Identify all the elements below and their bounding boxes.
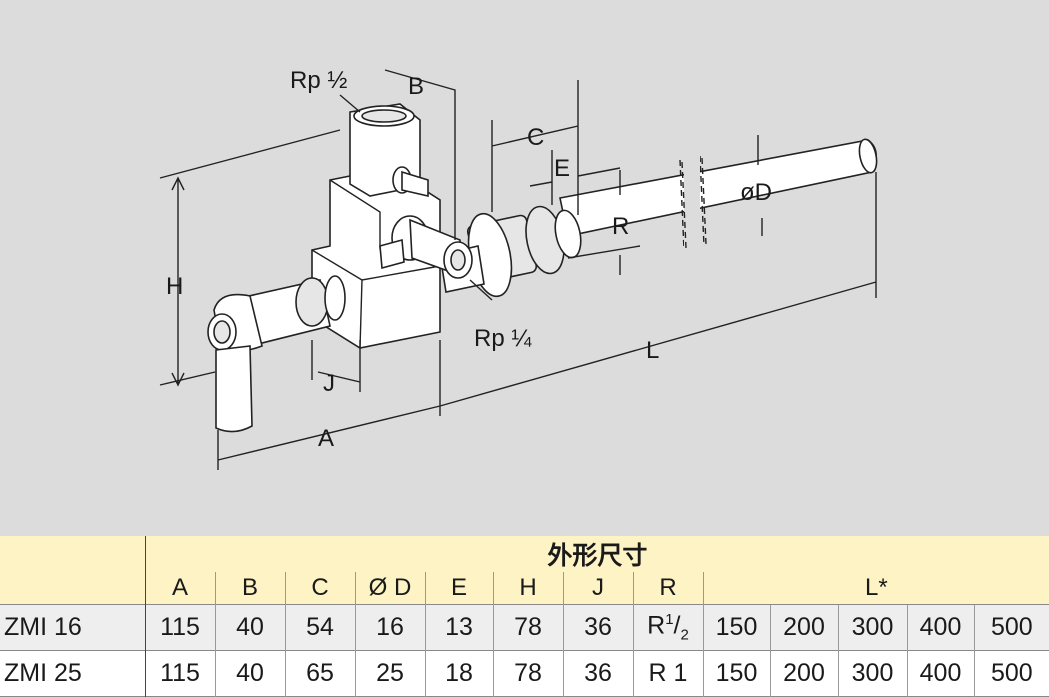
cell-j: 36 [562, 650, 633, 697]
cell-e: 13 [424, 604, 493, 651]
label-h: H [166, 273, 183, 300]
cell-d: 25 [354, 650, 425, 697]
table-row: ZMI 25 115 40 65 25 18 78 36 R 1 150 200… [0, 650, 1049, 697]
col-header-c: C [284, 572, 355, 605]
label-a: A [318, 425, 334, 452]
col-header-j: J [562, 572, 633, 605]
cell-c: 65 [284, 650, 355, 697]
label-rp-quarter: Rp ¼ [474, 325, 532, 352]
col-header-l: L* [702, 572, 1049, 605]
union-nut [439, 205, 582, 298]
col-header-a: A [144, 572, 215, 605]
cell-l-2: 200 [769, 650, 838, 697]
cell-l-3: 300 [837, 604, 907, 651]
cell-l-5: 500 [973, 604, 1049, 651]
table-row: ZMI 16 115 40 54 16 13 78 36 R1/2 150 20… [0, 604, 1049, 651]
label-j: J [323, 370, 335, 397]
cell-c: 54 [284, 604, 355, 651]
model-cell: ZMI 16 [0, 604, 145, 651]
cell-l-4: 400 [906, 650, 974, 697]
label-od: øD [740, 179, 772, 206]
label-e: E [554, 155, 570, 182]
label-r: R [612, 213, 629, 240]
col-header-h: H [492, 572, 563, 605]
table-title: 外形尺寸 [144, 536, 1049, 572]
cell-j: 36 [562, 604, 633, 651]
cell-l-1: 150 [702, 650, 770, 697]
label-rp-half: Rp ½ [290, 67, 347, 94]
cell-l-1: 150 [702, 604, 770, 651]
cell-b: 40 [214, 604, 285, 651]
inlet-elbow [207, 275, 346, 433]
label-l: L [646, 337, 659, 364]
dimension-lines [159, 69, 877, 470]
col-header-r: R [632, 572, 703, 605]
cell-b: 40 [214, 650, 285, 697]
model-cell: ZMI 25 [0, 650, 145, 697]
corner-cell [0, 536, 145, 605]
dimensions-table: 外形尺寸 A B C Ø D E H J R L* ZMI 16 115 40 … [0, 536, 1049, 697]
cell-h: 78 [492, 604, 563, 651]
col-header-e: E [424, 572, 493, 605]
cell-e: 18 [424, 650, 493, 697]
cell-d: 16 [354, 604, 425, 651]
col-header-d: Ø D [354, 572, 425, 605]
label-b: B [408, 73, 424, 100]
valve-diagram: Rp ½ B C E R øD H Rp ¼ L J A [159, 67, 878, 470]
cell-l-3: 300 [837, 650, 907, 697]
cell-r: R 1 [632, 650, 703, 697]
r-sub: 2 [680, 626, 689, 644]
cell-a: 115 [144, 604, 215, 651]
cell-r: R1/2 [632, 604, 703, 651]
cell-l-5: 500 [973, 650, 1049, 697]
label-c: C [527, 124, 544, 151]
cell-a: 115 [144, 650, 215, 697]
col-header-b: B [214, 572, 285, 605]
cell-h: 78 [492, 650, 563, 697]
technical-drawing: Rp ½ B C E R øD H Rp ¼ L J A [0, 0, 1049, 536]
r-sup: 1 [665, 611, 674, 629]
cell-l-4: 400 [906, 604, 974, 651]
cell-l-2: 200 [769, 604, 838, 651]
r-main: R [647, 611, 666, 640]
probe-pipe [559, 138, 878, 260]
